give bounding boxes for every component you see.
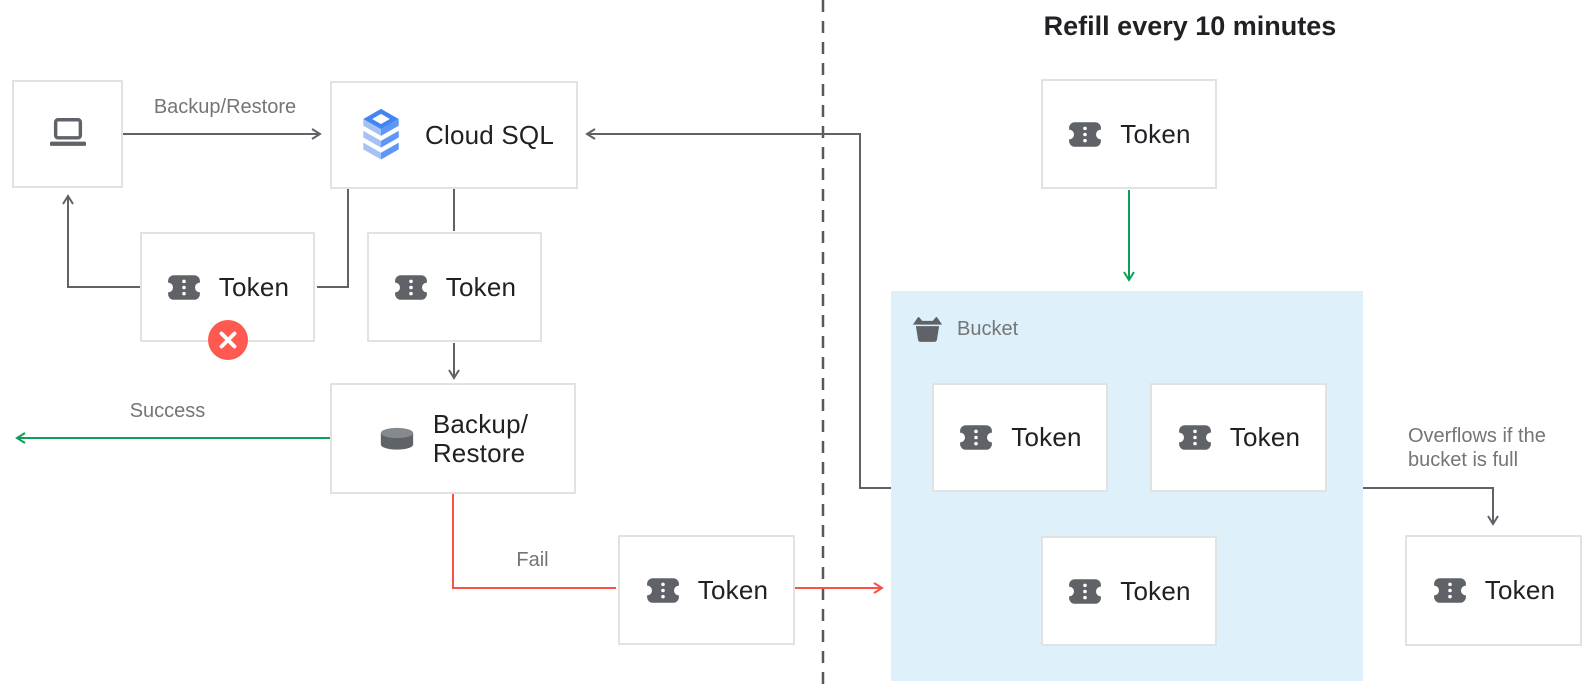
token-icon (393, 272, 429, 303)
token-box-fail: Token (618, 535, 795, 645)
token-box-overflow: Token (1405, 535, 1582, 646)
backup-restore-box: Backup/ Restore (330, 383, 576, 494)
laptop-icon (45, 115, 91, 153)
token-icon (1067, 576, 1103, 607)
token-box-bucket-1: Token (932, 383, 1108, 492)
token-label: Token (1011, 422, 1082, 452)
backup-restore-edge-label: Backup/Restore (153, 96, 297, 118)
token-box-bucket-2: Token (1150, 383, 1327, 492)
token-label: Token (1484, 575, 1556, 605)
token-label: Token (1120, 118, 1191, 149)
bucket-label: Bucket (957, 318, 1019, 340)
token-icon (166, 272, 202, 303)
token-label: Token (1229, 422, 1301, 452)
edge-rejected-token-to-client (62, 194, 140, 288)
backup-restore-label: Backup/ Restore (432, 408, 529, 468)
token-label: Token (445, 271, 517, 302)
refill-title: Refill every 10 minutes (1043, 11, 1337, 41)
cloud-sql-label: Cloud SQL (425, 119, 554, 150)
token-label: Token (697, 574, 769, 605)
edge-bucket-overflow (1363, 487, 1499, 526)
token-icon (1067, 119, 1103, 150)
success-edge-label: Success (129, 400, 206, 422)
token-icon (645, 575, 681, 606)
token-icon (1432, 575, 1468, 606)
token-box-rejected: Token (140, 232, 315, 360)
token-icon (958, 422, 994, 453)
token-box-bucket-3: Token (1041, 536, 1217, 646)
fail-edge-label: Fail (516, 549, 549, 571)
overflow-edge-label: Overflows if the bucket is full (1408, 425, 1546, 471)
token-box-pending: Token (367, 232, 542, 342)
cloud-sql-icon (354, 108, 408, 162)
edge-cloudsql-to-rejected-token (317, 189, 349, 288)
x-icon (219, 331, 236, 349)
bucket-header: Bucket (911, 315, 1018, 344)
token-box-refill: Token (1041, 79, 1217, 189)
token-icon (1177, 422, 1213, 453)
client-box (12, 80, 123, 188)
token-label: Token (218, 271, 290, 302)
cloud-sql-box: Cloud SQL (330, 81, 578, 189)
x-badge (207, 320, 248, 360)
token-label: Token (1120, 575, 1191, 606)
database-icon (378, 427, 416, 451)
edge-bucket-to-cloudsql (585, 128, 891, 489)
edge-fail-to-token (452, 494, 616, 589)
